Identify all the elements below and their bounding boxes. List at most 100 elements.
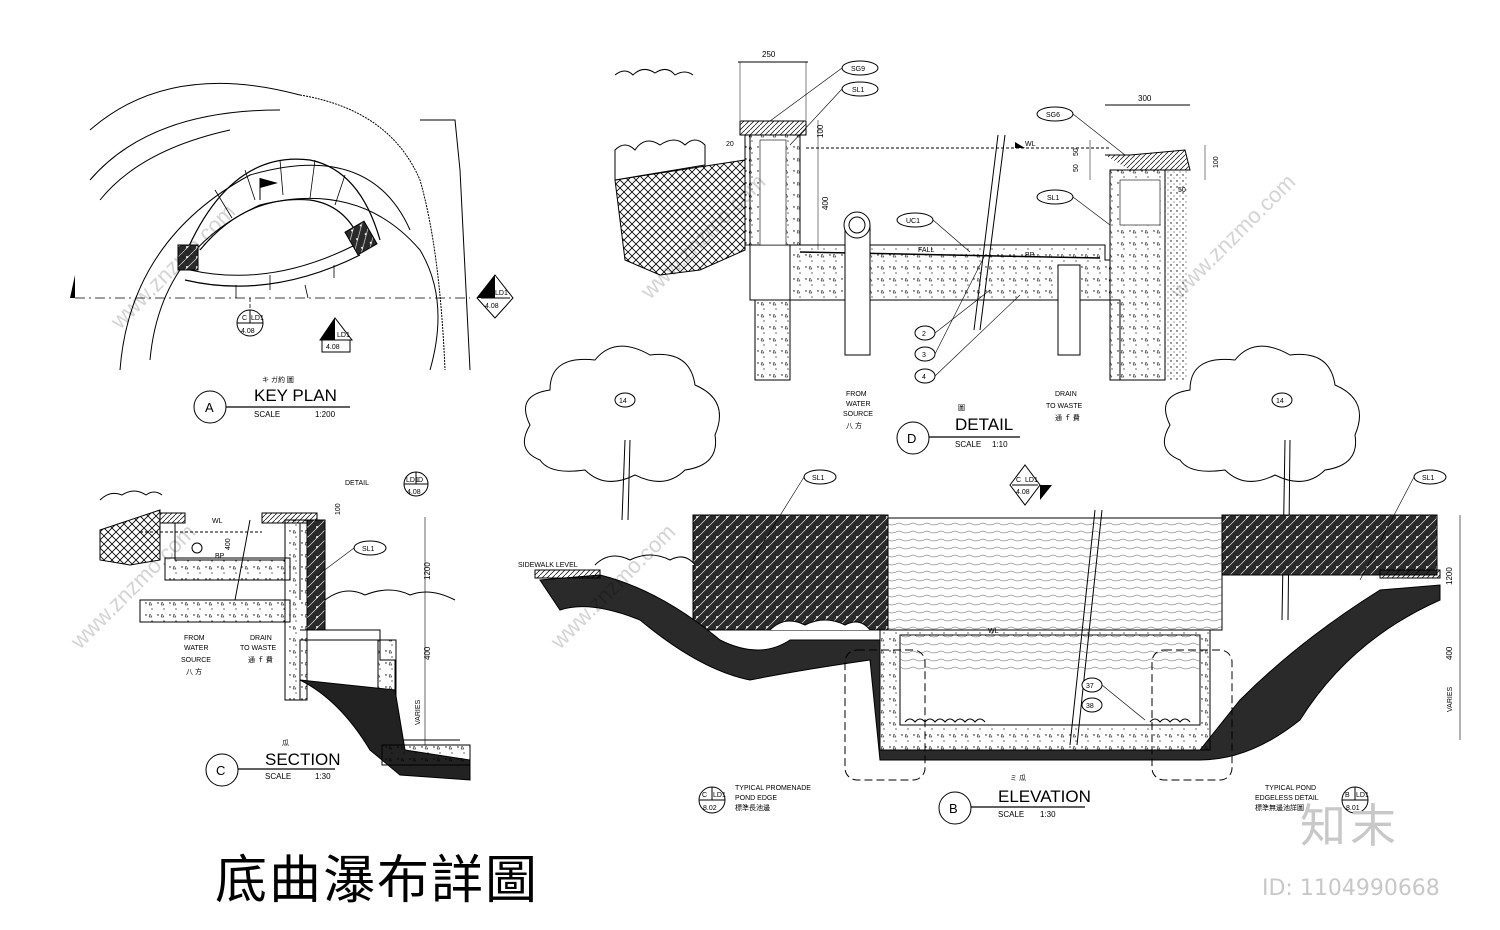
svg-text:SL1: SL1 <box>1422 475 1435 482</box>
svg-text:C: C <box>216 763 225 778</box>
callout-38: 38 <box>1081 697 1103 713</box>
callout-14-right: 14 <box>1271 392 1293 408</box>
svg-text:TO WASTE: TO WASTE <box>240 645 277 652</box>
detail-drawing <box>614 61 1206 381</box>
svg-text:SIDEWALK LEVEL: SIDEWALK LEVEL <box>518 562 578 569</box>
svg-text:FROM: FROM <box>184 635 205 642</box>
drawing-title: 底曲瀑布詳圖 <box>215 851 540 911</box>
svg-text:圖: 圖 <box>958 404 965 412</box>
elevation-tag-c[interactable]: C LD1 4.08 <box>1009 464 1052 506</box>
svg-text:WATER: WATER <box>184 645 209 652</box>
svg-text:20: 20 <box>726 141 734 148</box>
svg-text:SL1: SL1 <box>852 87 865 94</box>
tag-letter: C <box>242 315 247 322</box>
section-drawing <box>99 490 471 781</box>
svg-text:1:10: 1:10 <box>992 440 1008 449</box>
svg-text:瓜: 瓜 <box>282 739 289 747</box>
svg-text:8.02: 8.02 <box>703 805 717 812</box>
rock-block <box>177 244 199 271</box>
svg-text:1200: 1200 <box>1445 567 1454 585</box>
detail-title: D 圖 DETAIL SCALE 1:10 <box>896 404 1020 455</box>
pond-ref-tag[interactable]: TYPICAL POND EDGELESS DETAIL 標準無邊池詳圖 B L… <box>1255 785 1369 814</box>
key-plan-tag-c[interactable]: C LD1 4.08 <box>236 309 264 337</box>
svg-text:D: D <box>418 477 423 484</box>
svg-text:SCALE: SCALE <box>265 772 291 781</box>
coping-stone <box>739 120 807 136</box>
svg-text:100: 100 <box>335 503 342 515</box>
svg-text:400: 400 <box>1445 646 1454 660</box>
svg-text:C: C <box>1016 477 1021 484</box>
svg-text:VARIES: VARIES <box>1447 687 1454 712</box>
brand-logo: 知末 <box>1300 799 1400 853</box>
title-cn: キ ガ約 圖 <box>262 375 294 384</box>
svg-text:SG9: SG9 <box>851 66 865 73</box>
callout-14-left: 14 <box>614 392 636 408</box>
svg-text:LD1: LD1 <box>1025 477 1038 484</box>
promenade-ref-tag[interactable]: C LD1 8.02 TYPICAL PROMENADE POND EDGE 標… <box>698 785 811 814</box>
elevation-drawing <box>523 345 1461 781</box>
tag-page: 4.08 <box>326 344 340 351</box>
code-sg9: SG9 <box>769 60 879 122</box>
title-letter: A <box>205 400 214 415</box>
image-id: ID: 1104990668 <box>1262 876 1440 901</box>
section-labels: WL BP DETAIL LD1 D 4.08 100 400 1200 400… <box>181 471 432 725</box>
svg-text:4.08: 4.08 <box>407 489 421 496</box>
svg-text:EDGELESS DETAIL: EDGELESS DETAIL <box>1255 795 1319 802</box>
tag-letter: B <box>486 290 491 297</box>
svg-text:SCALE: SCALE <box>955 440 981 449</box>
svg-text:100: 100 <box>1213 156 1220 168</box>
svg-text:B: B <box>949 801 958 816</box>
key-plan-drawing <box>70 82 471 371</box>
title-text: KEY PLAN <box>254 386 337 405</box>
section-title: C 瓜 SECTION SCALE 1:30 <box>205 739 341 787</box>
detail-labels: 250 100 400 20 300 50 50 100 50 SG9 SL1 … <box>726 50 1220 430</box>
svg-text:ELEVATION: ELEVATION <box>998 787 1091 806</box>
svg-text:D: D <box>907 431 916 446</box>
svg-text:通 ｆ 費: 通 ｆ 費 <box>1055 413 1080 422</box>
key-plan-tag-b-right[interactable]: B LD1 4.08 <box>476 274 514 319</box>
svg-text:DRAIN: DRAIN <box>250 635 272 642</box>
svg-text:WL: WL <box>988 628 999 635</box>
section-tag-d[interactable]: LD1 D 4.08 <box>403 471 429 497</box>
callout-37: 37 <box>1081 677 1146 721</box>
svg-text:SOURCE: SOURCE <box>181 657 211 664</box>
svg-text:1:30: 1:30 <box>1040 810 1056 819</box>
svg-text:WATER: WATER <box>846 401 871 408</box>
section-code-sl1: SL1 <box>317 540 387 576</box>
svg-text:400: 400 <box>423 646 432 660</box>
svg-text:DETAIL: DETAIL <box>955 415 1013 434</box>
tag-page: 4.08 <box>241 328 255 335</box>
svg-text:50: 50 <box>1073 148 1080 156</box>
tag-page: 4.08 <box>485 303 499 310</box>
svg-text:TYPICAL POND: TYPICAL POND <box>1265 785 1316 792</box>
svg-text:1:30: 1:30 <box>315 772 331 781</box>
svg-text:50: 50 <box>1073 164 1080 172</box>
svg-text:14: 14 <box>1276 398 1284 405</box>
svg-text:www.znzmo.com: www.znzmo.com <box>105 199 240 334</box>
svg-text:BP: BP <box>1025 252 1035 259</box>
svg-text:1:200: 1:200 <box>315 410 336 419</box>
key-plan-tag-b-lower[interactable]: B LD1 4.08 <box>319 317 354 353</box>
key-plan-title: A キ ガ約 圖 KEY PLAN SCALE 1:200 <box>193 375 350 424</box>
svg-text:DRAIN: DRAIN <box>1055 391 1077 398</box>
svg-text:1200: 1200 <box>423 562 432 580</box>
svg-text:50: 50 <box>1178 187 1186 194</box>
svg-text:SCALE: SCALE <box>998 810 1024 819</box>
svg-text:通 ｆ 費: 通 ｆ 費 <box>248 655 273 664</box>
svg-text:WL: WL <box>212 518 223 525</box>
svg-text:B: B <box>1345 792 1350 799</box>
elevation-title: B ミ 瓜 ELEVATION SCALE 1:30 <box>938 774 1091 825</box>
svg-text:LD1: LD1 <box>406 477 419 484</box>
svg-text:100: 100 <box>816 124 825 138</box>
code-uc1: UC1 <box>896 212 971 253</box>
rock-block <box>344 220 378 256</box>
svg-text:SOURCE: SOURCE <box>843 411 873 418</box>
code-sg6: SG6 <box>1036 106 1126 156</box>
svg-text:POND EDGE: POND EDGE <box>735 795 777 802</box>
svg-text:FALL: FALL <box>918 247 934 254</box>
svg-text:14: 14 <box>619 398 627 405</box>
svg-text:SECTION: SECTION <box>265 750 341 769</box>
svg-text:BP: BP <box>215 553 225 560</box>
tag-letter: B <box>329 332 334 339</box>
